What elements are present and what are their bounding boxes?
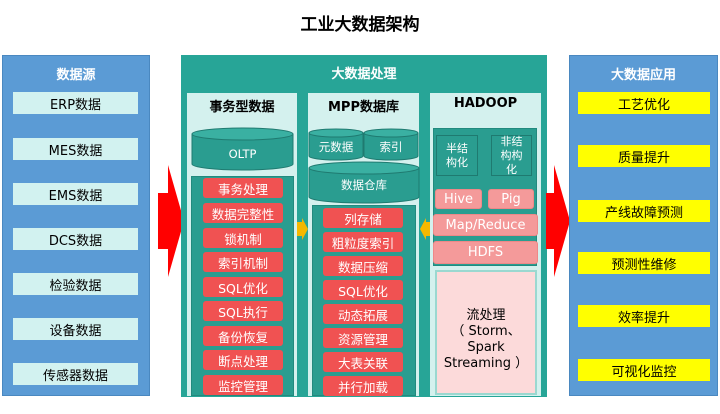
application-item: 效率提升 xyxy=(578,305,710,327)
source-item: 传感器数据 xyxy=(13,363,138,385)
left-arrow-icon xyxy=(420,218,431,240)
processing-title: 大数据处理 xyxy=(331,67,397,82)
transactional-feature: 事务处理 xyxy=(203,178,283,198)
unstructured-box: 非结构构化 xyxy=(491,135,532,176)
applications-title: 大数据应用 xyxy=(610,68,676,83)
source-item: 检验数据 xyxy=(13,273,138,295)
application-item: 质量提升 xyxy=(578,145,710,167)
application-item: 产线故障预测 xyxy=(578,200,710,222)
hive-box: Hive xyxy=(435,189,482,209)
source-item: EMS数据 xyxy=(13,183,138,205)
source-item: ERP数据 xyxy=(13,92,138,114)
mpp-feature: 动态拓展 xyxy=(323,304,403,324)
mpp-feature: 粗粒度索引 xyxy=(323,232,403,252)
transactional-feature: 锁机制 xyxy=(203,228,283,248)
right-arrow-icon xyxy=(546,165,570,277)
semi-structured-box: 半结构化 xyxy=(436,135,478,176)
mpp-feature: 资源管理 xyxy=(323,328,403,348)
stream-line4: Streaming ） xyxy=(443,355,529,371)
transactional-feature: 备份恢复 xyxy=(203,326,283,346)
transactional-feature: 断点处理 xyxy=(203,350,283,370)
right-arrow-icon xyxy=(297,218,308,240)
mapreduce-box: Map/Reduce xyxy=(433,214,538,236)
transactional-feature: SQL优化 xyxy=(203,277,283,297)
application-item: 可视化监控 xyxy=(578,359,710,381)
mpp-feature: SQL优化 xyxy=(323,280,403,300)
pig-box: Pig xyxy=(488,189,534,209)
transactional-title: 事务型数据 xyxy=(209,100,275,115)
stream-line2: （ Storm、 xyxy=(451,323,521,339)
mpp-title: MPP数据库 xyxy=(328,100,399,115)
source-item: MES数据 xyxy=(13,138,138,160)
index-cylinder: 索引 xyxy=(379,140,403,154)
page-title: 工业大数据架构 xyxy=(300,15,420,35)
database-cylinders-icon xyxy=(308,128,420,204)
transactional-feature: 数据完整性 xyxy=(203,203,283,223)
stream-processing-box: 流处理 （ Storm、 Spark Streaming ） xyxy=(435,270,537,395)
mpp-feature: 列存储 xyxy=(323,208,403,228)
transactional-feature: SQL执行 xyxy=(203,301,283,321)
unstructured-label: 非结构构化 xyxy=(500,134,523,176)
mpp-feature: 大表关联 xyxy=(323,352,403,372)
source-item: DCS数据 xyxy=(13,228,138,250)
sources-title: 数据源 xyxy=(56,68,96,83)
mpp-feature: 数据压缩 xyxy=(323,256,403,276)
warehouse-cylinder: 数据仓库 xyxy=(341,178,387,192)
transactional-feature: 监控管理 xyxy=(203,375,283,395)
stream-line3: Spark xyxy=(467,339,505,355)
oltp-cylinder-icon xyxy=(191,127,294,171)
oltp-label: OLTP xyxy=(228,147,257,161)
hdfs-box: HDFS xyxy=(433,241,538,264)
transactional-feature: 索引机制 xyxy=(203,252,283,272)
hadoop-title: HADOOP xyxy=(453,96,518,111)
application-item: 工艺优化 xyxy=(578,92,710,114)
source-item: 设备数据 xyxy=(13,318,138,340)
application-item: 预测性维修 xyxy=(578,252,710,274)
right-arrow-icon xyxy=(158,165,184,277)
stream-line1: 流处理 xyxy=(466,307,506,323)
semi-structured-label: 半结构化 xyxy=(446,141,468,169)
mpp-feature: 并行加载 xyxy=(323,376,403,396)
metadata-cylinder: 元数据 xyxy=(318,140,354,154)
